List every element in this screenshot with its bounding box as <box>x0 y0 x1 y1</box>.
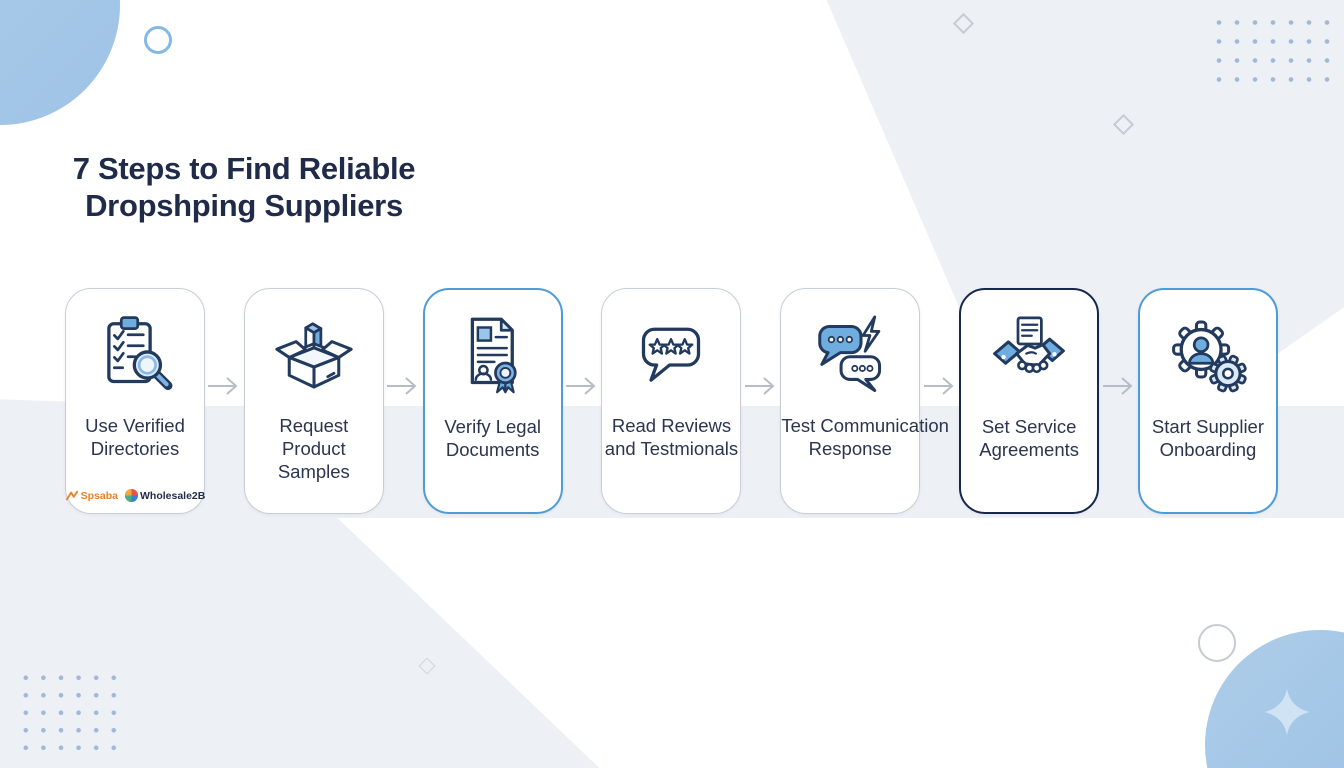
open-box-icon <box>267 307 361 401</box>
step-card-start-supplier-onboarding: Start Supplier Onboarding <box>1137 288 1278 514</box>
step-card-use-verified-directories: Use Verified Directories Spsaba <box>65 288 205 514</box>
certificate-seal-icon <box>446 308 540 402</box>
step-label: Verify Legal Documents <box>444 416 541 460</box>
title-line-2: Dropshping Suppliers <box>85 188 403 224</box>
gears-user-icon <box>1161 308 1255 402</box>
step-label: Start Supplier Onboarding <box>1151 416 1265 460</box>
wholesale2b-logo: Wholesale2B <box>125 489 205 502</box>
step-card-verify-legal-documents: Verify Legal Documents <box>422 288 563 514</box>
step-card-request-product-samples: Request Product Samples <box>243 288 384 514</box>
wholesale2b-logo-icon <box>125 489 138 502</box>
spsaba-logo: Spsaba <box>65 490 118 502</box>
spsaba-logo-icon <box>65 490 78 500</box>
title-line-1: 7 Steps to Find Reliable <box>72 151 416 186</box>
blue-blob-top-left <box>0 0 120 125</box>
sparkle-icon <box>1264 689 1310 735</box>
arrow-right-icon <box>208 377 238 395</box>
review-stars-bubble-icon <box>624 307 718 401</box>
arrow-right-icon <box>745 377 775 395</box>
step-label: Read Reviews and Testmionals <box>604 415 739 459</box>
steps-row: Use Verified Directories Spsaba <box>65 288 1278 514</box>
page-title: 7 Steps to Find Reliable Dropshping Supp… <box>58 150 430 224</box>
arrow-right-icon <box>924 377 954 395</box>
step-label: Set Service Agreements <box>979 416 1080 460</box>
directory-logos: Spsaba Wholesale2B <box>65 489 205 502</box>
circle-outline-top-left <box>144 26 172 54</box>
step-label: Use Verified Directories <box>85 415 185 459</box>
step-label: Test Communication Response <box>781 415 949 459</box>
checklist-search-icon <box>88 307 182 401</box>
arrow-right-icon <box>387 377 417 395</box>
step-label: Request Product Samples <box>277 415 350 482</box>
arrow-right-icon <box>1103 377 1133 395</box>
step-card-test-communication: Test Communication Response <box>780 288 949 514</box>
arrow-right-icon <box>566 377 596 395</box>
chat-bubbles-bolt-icon <box>803 307 897 401</box>
circle-outline-bottom-right <box>1198 624 1236 662</box>
handshake-contract-icon <box>982 308 1076 402</box>
dot-grid-top-right <box>1210 13 1332 83</box>
step-card-read-reviews: Read Reviews and Testmionals <box>601 288 742 514</box>
dot-grid-bottom-left <box>17 669 119 753</box>
step-card-set-service-agreements: Set Service Agreements <box>959 288 1100 514</box>
